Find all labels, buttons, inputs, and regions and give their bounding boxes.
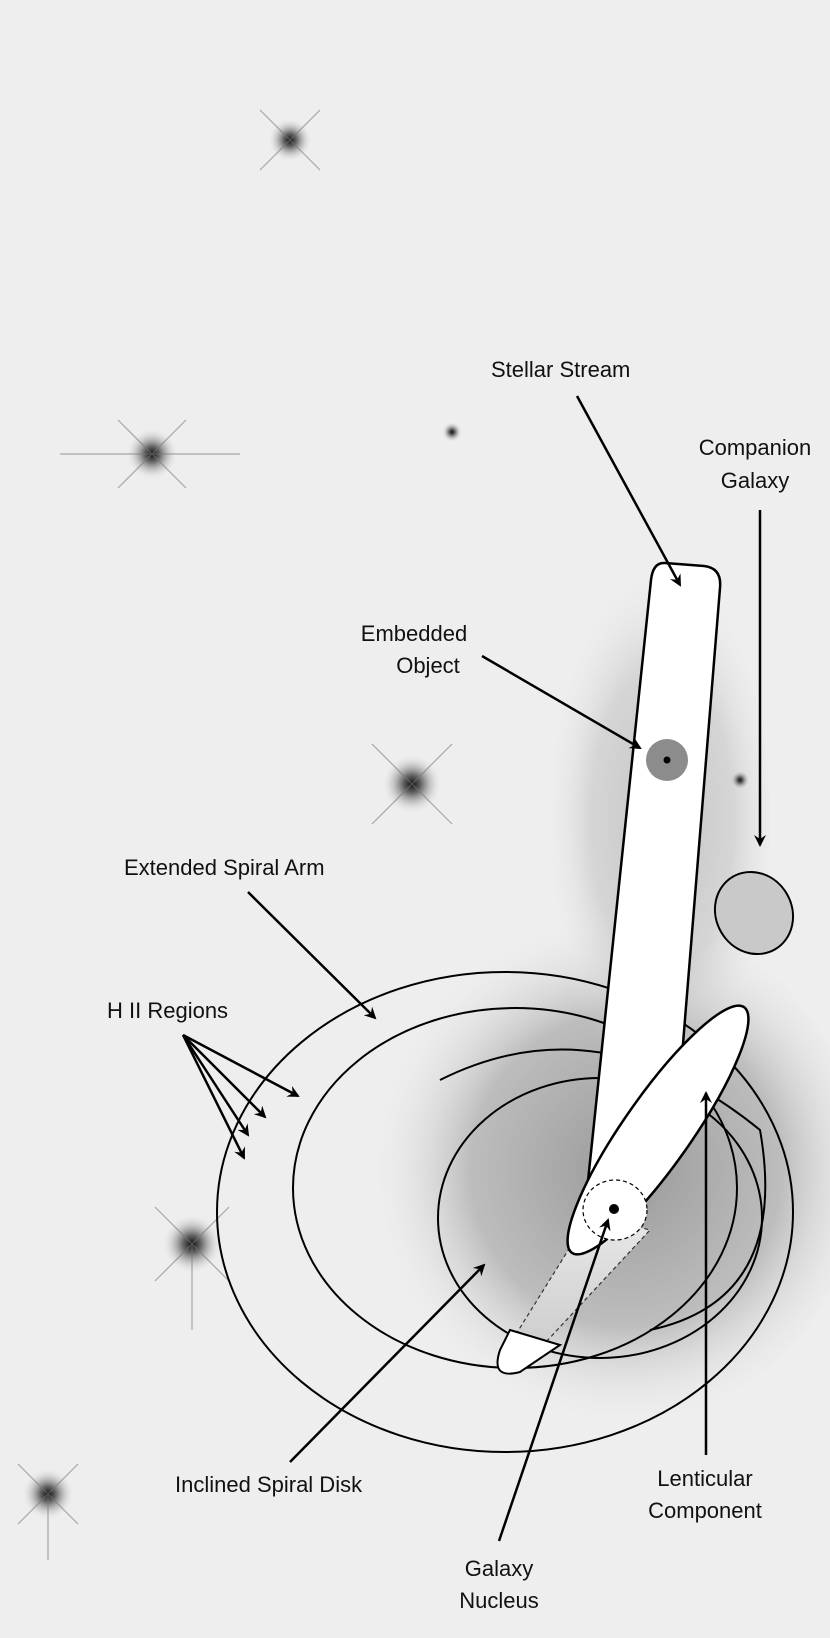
label-galaxy-nucleus-1: Galaxy bbox=[465, 1556, 533, 1581]
arrow-hii-4 bbox=[181, 1034, 246, 1160]
arrow-stellar-stream bbox=[575, 395, 682, 587]
label-companion-galaxy-1: Companion bbox=[699, 435, 812, 460]
label-galaxy-nucleus-2: Nucleus bbox=[459, 1588, 538, 1613]
foreground-stars bbox=[17, 109, 750, 1560]
label-inclined-spiral-disk: Inclined Spiral Disk bbox=[175, 1472, 363, 1497]
galaxy-nucleus bbox=[609, 1204, 619, 1214]
label-stellar-stream: Stellar Stream bbox=[491, 357, 630, 382]
label-companion-galaxy-2: Galaxy bbox=[721, 468, 789, 493]
label-lenticular-1: Lenticular bbox=[657, 1466, 752, 1491]
annotation-arrows bbox=[181, 395, 766, 1542]
arrow-inclined-disk bbox=[289, 1263, 486, 1463]
arrow-hii-2 bbox=[182, 1034, 267, 1119]
arrow-nucleus bbox=[497, 1218, 611, 1542]
label-embedded-object-1: Embedded bbox=[361, 621, 467, 646]
label-extended-spiral-arm: Extended Spiral Arm bbox=[124, 855, 325, 880]
arrow-embedded-object bbox=[481, 654, 642, 750]
arrow-extended-spiral-arm bbox=[247, 891, 377, 1020]
label-lenticular-2: Component bbox=[648, 1498, 762, 1523]
companion-galaxy bbox=[713, 870, 795, 956]
arrow-hii-1 bbox=[182, 1033, 300, 1098]
arrow-hii-3 bbox=[181, 1034, 250, 1137]
label-hii-regions: H II Regions bbox=[107, 998, 228, 1023]
label-embedded-object-2: Object bbox=[396, 653, 460, 678]
extended-spiral-arm-outer bbox=[216, 971, 794, 1453]
